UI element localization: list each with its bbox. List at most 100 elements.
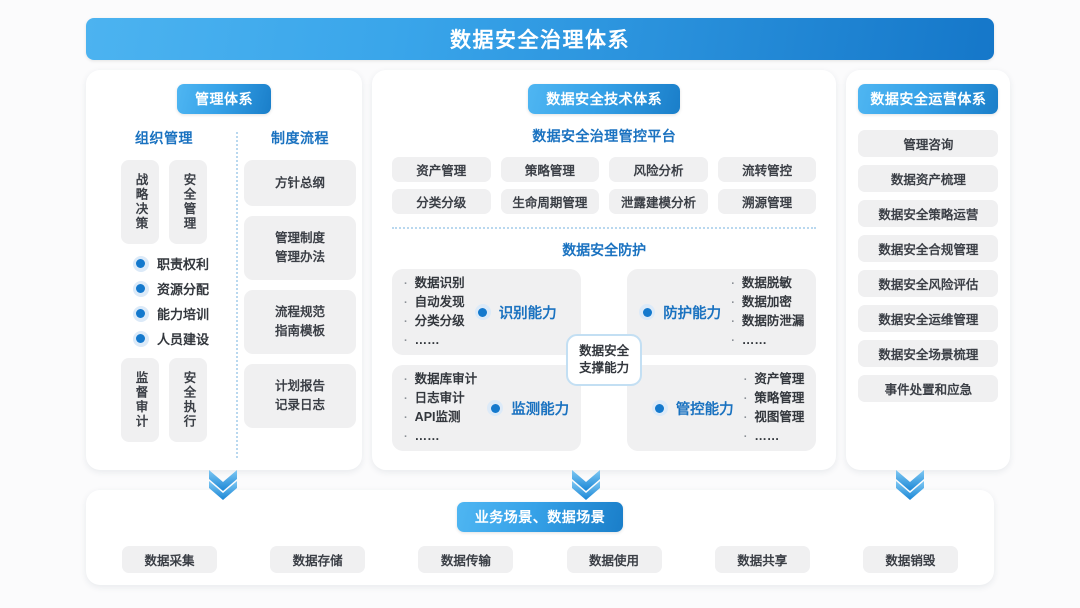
scenario-chip-3[interactable]: 数据使用 xyxy=(566,546,662,573)
org-bullet-label: 资源分配 xyxy=(156,282,209,297)
blue-dot-icon xyxy=(487,400,504,416)
org-box-strategy[interactable]: 战略决策 xyxy=(121,160,159,244)
quadrant-monitor[interactable]: ·数据库审计 ·日志审计 ·API监测 ·…… 监测能力 xyxy=(392,365,582,451)
org-bullet-3[interactable]: 人员建设 xyxy=(132,329,209,348)
technology-pill[interactable]: 数据安全技术体系 xyxy=(528,84,681,114)
operation-list: 管理咨询 数据资产梳理 数据安全策略运营 数据安全合规管理 数据安全风险评估 数… xyxy=(858,130,999,402)
management-pill-wrap: 管理体系 xyxy=(98,84,350,114)
bullet-tick-icon: · xyxy=(731,296,735,309)
policy-line: 方针总纲 xyxy=(274,175,325,190)
caption-label: 防护能力 xyxy=(663,305,722,322)
policy-line: 管理制度 xyxy=(274,231,325,245)
operation-item-4[interactable]: 数据安全风险评估 xyxy=(858,270,999,297)
management-pill[interactable]: 管理体系 xyxy=(177,84,271,114)
vertical-divider xyxy=(236,132,238,458)
operation-item-6[interactable]: 数据安全场景梳理 xyxy=(858,340,999,367)
item-label: …… xyxy=(741,332,767,347)
char: 安全执行 xyxy=(181,371,196,429)
blue-dot-icon xyxy=(651,400,668,416)
quadrant-monitor-caption: 监测能力 xyxy=(487,398,569,419)
quadrant-control-list: ·资产管理 ·策略管理 ·视图管理 ·…… xyxy=(744,371,805,446)
item-label: 数据识别 xyxy=(414,275,465,290)
quadrant-identify-caption: 识别能力 xyxy=(474,302,570,323)
col-policy: 制度流程 方针总纲 管理制度 管理办法 流程规范 指南模板 xyxy=(244,128,356,458)
list-item: ·日志审计 xyxy=(404,390,477,408)
item-label: 资产管理 xyxy=(754,371,805,386)
technology-pill-wrap: 数据安全技术体系 xyxy=(384,84,824,114)
blue-dot-icon xyxy=(132,255,149,272)
scenario-chip-row: 数据采集 数据存储 数据传输 数据使用 数据共享 数据销毁 xyxy=(102,546,978,573)
bullet-tick-icon: · xyxy=(743,430,748,443)
quadrant-control[interactable]: ·资产管理 ·策略管理 ·视图管理 ·…… 管控能力 xyxy=(627,365,817,451)
org-box-supervision-audit[interactable]: 监督审计 xyxy=(121,358,159,442)
platform-chip-5[interactable]: 生命周期管理 xyxy=(500,189,600,214)
quadrant-control-caption: 管控能力 xyxy=(639,398,734,419)
policy-line: 流程规范 xyxy=(274,305,325,319)
blue-dot-icon xyxy=(132,330,149,347)
center-support-badge[interactable]: 数据安全 支撑能力 xyxy=(566,334,643,386)
platform-chip-3[interactable]: 流转管控 xyxy=(717,157,817,182)
operation-item-1[interactable]: 数据资产梳理 xyxy=(858,165,999,192)
blue-dot-icon xyxy=(474,304,491,320)
org-bullet-0[interactable]: 职责权利 xyxy=(132,254,209,273)
operation-item-2[interactable]: 数据安全策略运营 xyxy=(858,200,999,227)
scenario-chip-4[interactable]: 数据共享 xyxy=(714,546,810,573)
scenario-chip-2[interactable]: 数据传输 xyxy=(418,546,514,573)
quadrant-monitor-list: ·数据库审计 ·日志审计 ·API监测 ·…… xyxy=(404,371,477,446)
policy-box-2[interactable]: 流程规范 指南模板 xyxy=(244,290,356,354)
badge-line: 支撑能力 xyxy=(579,361,630,375)
org-box-security-execution[interactable]: 安全执行 xyxy=(169,358,207,442)
platform-chip-grid: 资产管理 策略管理 风险分析 流转管控 分类分级 生命周期管理 泄露建模分析 溯… xyxy=(384,157,824,214)
quadrant-identify[interactable]: ·数据识别 ·自动发现 ·分类分级 ·…… 识别能力 xyxy=(392,269,582,355)
panel-management: 管理体系 组织管理 战略决策 安全管理 xyxy=(86,70,362,470)
caption-label: 管控能力 xyxy=(675,401,734,418)
item-label: 数据脱敏 xyxy=(741,275,792,290)
org-bullet-label: 能力培训 xyxy=(156,307,209,322)
item-label: 分类分级 xyxy=(414,313,465,328)
scenario-chip-5[interactable]: 数据销毁 xyxy=(862,546,958,573)
caption-label: 监测能力 xyxy=(511,401,570,418)
double-chevron-down-icon xyxy=(209,470,237,500)
list-item: ·分类分级 xyxy=(404,313,465,331)
platform-chip-7[interactable]: 溯源管理 xyxy=(717,189,817,214)
operation-item-3[interactable]: 数据安全合规管理 xyxy=(858,235,999,262)
policy-box-0[interactable]: 方针总纲 xyxy=(244,160,356,206)
scenarios-pill[interactable]: 业务场景、数据场景 xyxy=(456,502,624,532)
policy-line: 记录日志 xyxy=(274,398,325,412)
org-bullets: 职责权利 资源分配 能力培训 人员建设 xyxy=(119,254,209,348)
item-label: 数据防泄漏 xyxy=(741,313,805,328)
col-org: 组织管理 战略决策 安全管理 职责权利 xyxy=(98,128,230,458)
bullet-tick-icon: · xyxy=(404,373,408,386)
org-top-boxes: 战略决策 安全管理 xyxy=(121,160,207,244)
quadrant-protect-caption: 防护能力 xyxy=(639,302,721,323)
platform-chip-0[interactable]: 资产管理 xyxy=(392,157,491,182)
item-label: 数据加密 xyxy=(741,294,792,309)
policy-box-3[interactable]: 计划报告 记录日志 xyxy=(244,364,356,428)
char: 安全管理 xyxy=(181,173,196,231)
platform-chip-6[interactable]: 泄露建模分析 xyxy=(609,189,708,214)
management-columns: 组织管理 战略决策 安全管理 职责权利 xyxy=(98,128,356,458)
policy-line: 计划报告 xyxy=(274,379,325,393)
bullet-tick-icon: · xyxy=(404,430,408,443)
operation-item-7[interactable]: 事件处置和应急 xyxy=(858,375,999,402)
item-label: API监测 xyxy=(414,409,461,424)
org-bullet-1[interactable]: 资源分配 xyxy=(132,279,209,298)
platform-chip-2[interactable]: 风险分析 xyxy=(609,157,708,182)
item-label: …… xyxy=(754,428,780,443)
policy-box-1[interactable]: 管理制度 管理办法 xyxy=(244,216,356,280)
platform-chip-1[interactable]: 策略管理 xyxy=(500,157,600,182)
list-item: ·数据识别 xyxy=(404,275,465,293)
org-bullet-2[interactable]: 能力培训 xyxy=(132,304,209,323)
platform-chip-4[interactable]: 分类分级 xyxy=(392,189,491,214)
blue-dot-icon xyxy=(639,304,656,320)
org-box-security-mgmt[interactable]: 安全管理 xyxy=(169,160,207,244)
operation-item-0[interactable]: 管理咨询 xyxy=(858,130,999,157)
scenario-chip-1[interactable]: 数据存储 xyxy=(270,546,366,573)
quadrant-protect[interactable]: ·数据脱敏 ·数据加密 ·数据防泄漏 ·…… 防护能力 xyxy=(627,269,817,355)
operation-item-5[interactable]: 数据安全运维管理 xyxy=(858,305,999,332)
operation-pill[interactable]: 数据安全运营体系 xyxy=(858,84,999,114)
quadrant-protect-list: ·数据脱敏 ·数据加密 ·数据防泄漏 ·…… xyxy=(731,275,804,350)
scenario-chip-0[interactable]: 数据采集 xyxy=(122,546,217,573)
list-item: · …… xyxy=(744,428,805,446)
list-item: ·…… xyxy=(404,332,465,350)
